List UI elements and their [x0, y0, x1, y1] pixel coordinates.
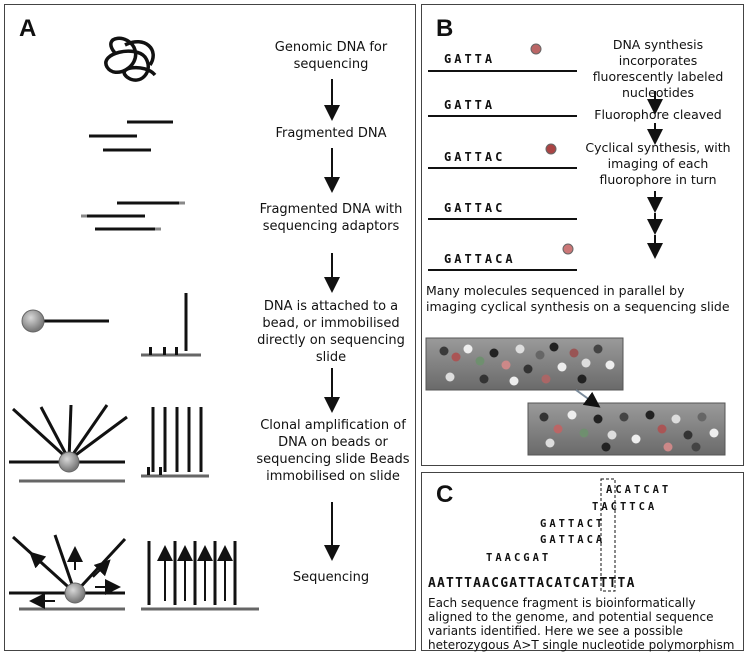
slide-1-dots [439, 342, 615, 386]
read-2: TACTTCA [592, 501, 657, 513]
panel-a: A Genomic DNA for sequencing Fragmented … [4, 4, 416, 651]
fragments-with-adaptors [81, 201, 185, 231]
sequence-5: GATTACA [444, 252, 516, 266]
panel-c-caption: Each sequence fragment is bioinformatica… [428, 596, 735, 652]
text-parallel: Many molecules sequenced in parallel by … [426, 283, 730, 314]
slide-2-dots [539, 410, 719, 452]
read-5: TAACGAT [486, 552, 551, 564]
sequence-3: GATTAC [444, 150, 506, 164]
read-4: GATTACA [540, 534, 605, 546]
sequencing-bead [9, 534, 127, 611]
panel-b: B [421, 4, 744, 466]
panel-a-illustrations [9, 36, 340, 611]
panel-c: C ACATCAT TACTTCA GATTACT GATTACA TAACGA… [421, 472, 744, 652]
reference-sequence: AATTTAACGATTACATCATTTTA [428, 576, 636, 591]
panel-a-label: A [19, 15, 37, 42]
clonal-slide [141, 407, 209, 478]
step-fragmented-dna: Fragmented DNA [275, 126, 387, 141]
text-cleaved: Fluorophore cleaved [594, 107, 722, 122]
sequencing-slide [141, 541, 259, 611]
sequence-2: GATTA [444, 98, 496, 112]
panel-b-illustrations [425, 43, 726, 456]
panel-b-label: B [436, 15, 454, 42]
read-1: ACATCAT [606, 484, 671, 496]
step-attach: DNA is attached to a bead, or immobilise… [257, 299, 405, 365]
step-genomic-dna: Genomic DNA for sequencing [274, 40, 388, 72]
slide-1 [425, 337, 624, 391]
step-clonal-amplification: Clonal amplification of DNA on beads or … [256, 418, 410, 484]
sequence-4: GATTAC [444, 201, 506, 215]
read-3: GATTACT [540, 518, 605, 530]
snp-highlight-box [600, 478, 616, 592]
text-synthesis: DNA synthesis incorporates fluorescently… [592, 37, 724, 100]
clonal-bead [9, 404, 128, 483]
step-sequencing: Sequencing [292, 570, 370, 585]
step-adaptors: Fragmented DNA with sequencing adaptors [259, 202, 403, 234]
slide-attached-dna [141, 293, 201, 357]
panel-c-label: C [436, 481, 454, 508]
text-cyclical: Cyclical synthesis, with imaging of each… [585, 140, 731, 187]
sequence-1: GATTA [444, 52, 496, 66]
genomic-dna-tangle-icon [104, 36, 157, 82]
bead-attached-dna [21, 309, 109, 333]
panel-c-alignment: ACATCAT TACTTCA GATTACT GATTACA TAACGAT … [428, 478, 671, 592]
fragmented-dna [89, 120, 173, 152]
